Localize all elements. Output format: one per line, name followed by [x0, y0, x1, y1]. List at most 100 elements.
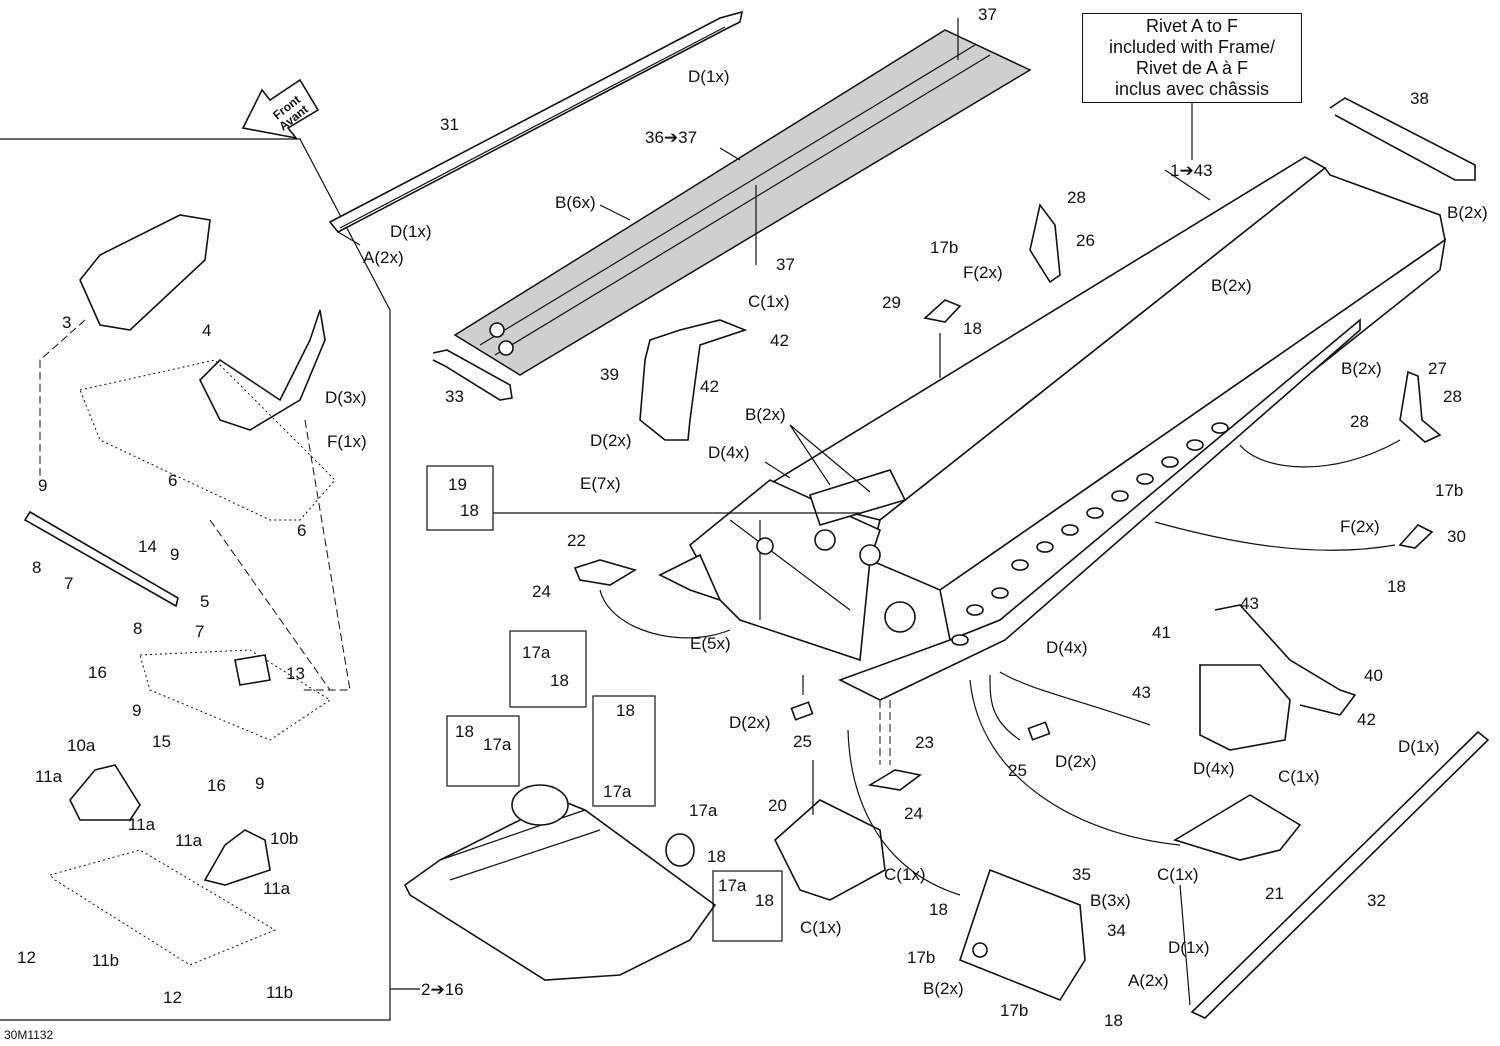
callout-34: 34 — [1107, 921, 1126, 940]
callout-d2x-25b: D(2x) — [1055, 752, 1097, 771]
callout-29: 29 — [882, 293, 901, 312]
callout-d4x-40: D(4x) — [1193, 759, 1235, 778]
bracket-3 — [79, 214, 211, 331]
callout-37-top: 37 — [978, 5, 997, 24]
leader-b2x-frame-2 — [789, 424, 871, 493]
note-line-3: Rivet de A à F — [1135, 58, 1249, 78]
bracket-10a — [69, 764, 141, 821]
dash-link-2 — [300, 419, 351, 691]
bracket-38 — [1329, 97, 1476, 181]
callout-15: 15 — [152, 732, 171, 751]
callout-d4x-top: D(4x) — [708, 443, 750, 462]
callout-d1x-32: D(1x) — [1398, 737, 1440, 756]
cover-20 — [774, 799, 886, 901]
callout-42-c: 42 — [1357, 710, 1376, 729]
curve-arrow-27 — [1239, 439, 1401, 468]
box-17a-18-right — [712, 870, 783, 942]
bracket-10b — [203, 829, 271, 886]
callout-a2x-left: A(2x) — [363, 248, 404, 267]
callout-42-b: 42 — [700, 377, 719, 396]
callout-18-box2: 18 — [455, 722, 474, 741]
callout-e7x: E(7x) — [580, 474, 621, 493]
callout-17a-box4: 17a — [718, 876, 747, 895]
box-18-17a-grid — [592, 695, 656, 807]
callout-17b-a: 17b — [930, 238, 958, 257]
bracket-26 — [1029, 203, 1061, 284]
plate-13-outline — [139, 649, 331, 741]
callout-a2x-bottom: A(2x) — [1128, 971, 1169, 990]
bracket-29 — [923, 299, 962, 323]
callout-9-c: 9 — [132, 701, 141, 720]
callout-2-16: 2➔16 — [421, 980, 464, 999]
callout-5: 5 — [200, 592, 209, 611]
callout-12-a: 12 — [17, 948, 36, 967]
callout-31: 31 — [440, 115, 459, 134]
callout-35: 35 — [1072, 865, 1091, 884]
plate-12-outline — [49, 849, 277, 966]
callout-11b-a: 11b — [92, 951, 119, 970]
callout-11a-a: 11a — [35, 767, 63, 786]
rail-cutouts — [951, 422, 1229, 646]
callout-17b-d: 17b — [1000, 1001, 1028, 1020]
box-17a-18-top — [509, 630, 587, 708]
callout-28-a: 28 — [1067, 188, 1086, 207]
callout-17a-box3: 17a — [603, 782, 632, 801]
callout-21: 21 — [1265, 884, 1284, 903]
callout-25-b: 25 — [1008, 761, 1027, 780]
callout-b2x-frame: B(2x) — [745, 405, 786, 424]
block-13 — [234, 654, 271, 686]
callout-18-box1: 18 — [550, 671, 569, 690]
callout-43-a: 43 — [1240, 594, 1259, 613]
callout-26: 26 — [1076, 231, 1095, 250]
rail-5 — [23, 510, 179, 608]
bracket-39 — [639, 319, 748, 441]
callout-11a-b: 11a — [128, 815, 156, 834]
callout-13: 13 — [286, 664, 305, 683]
callout-22: 22 — [567, 531, 586, 550]
bracket-30 — [1398, 524, 1434, 549]
callout-1-43: 1➔43 — [1170, 161, 1213, 180]
callout-f1x: F(1x) — [327, 432, 367, 451]
bracket-33 — [432, 349, 513, 401]
callout-c1x-39: C(1x) — [748, 292, 790, 311]
callout-19: 19 — [448, 475, 467, 494]
box-18-17a-left — [446, 715, 520, 787]
rail-32 — [1190, 730, 1490, 1019]
curve-arrow-30 — [1154, 521, 1396, 551]
leader-36 — [719, 147, 741, 161]
callout-b3x: B(3x) — [1090, 891, 1131, 910]
callout-c1x-20b: C(1x) — [800, 918, 842, 937]
callout-18-loose: 18 — [707, 847, 726, 866]
bracket-40 — [1199, 664, 1291, 751]
note-line-1: Rivet A to F — [1145, 16, 1239, 36]
tunnel-cover-36 — [453, 29, 1032, 376]
callout-18-34: 18 — [929, 900, 948, 919]
note-line-2: included with Frame/ — [1108, 37, 1276, 57]
callout-8-a: 8 — [32, 558, 41, 577]
subassembly-outline — [0, 138, 391, 1021]
heat-exchanger-34 — [959, 868, 1086, 1001]
reference-code: 30M1132 — [4, 1028, 54, 1042]
callout-17b-c: 17b — [907, 948, 935, 967]
callout-18-a: 18 — [963, 319, 982, 338]
leader-a2x-right — [1179, 884, 1191, 1006]
bracket-21 — [1173, 794, 1302, 861]
callout-e5x: E(5x) — [690, 634, 731, 653]
callout-20: 20 — [768, 796, 787, 815]
callout-40: 40 — [1364, 666, 1383, 685]
callout-11b-b: 11b — [266, 983, 293, 1002]
callout-d2x-25a: D(2x) — [729, 713, 771, 732]
main-frame — [658, 156, 1447, 701]
callout-d1x-top: D(1x) — [688, 67, 730, 86]
callout-9-d: 9 — [255, 774, 264, 793]
plate-outline — [79, 359, 336, 521]
plate-25a — [790, 701, 814, 721]
callout-c1x-20a: C(1x) — [884, 865, 926, 884]
callout-24-b: 24 — [904, 804, 923, 823]
callout-b2x-right: B(2x) — [1341, 359, 1382, 378]
bracket-40-arm — [1214, 604, 1357, 716]
bracket-4 — [199, 309, 326, 431]
curve-arrow-34 — [847, 729, 961, 896]
curve-arrow-40 — [999, 671, 1151, 726]
